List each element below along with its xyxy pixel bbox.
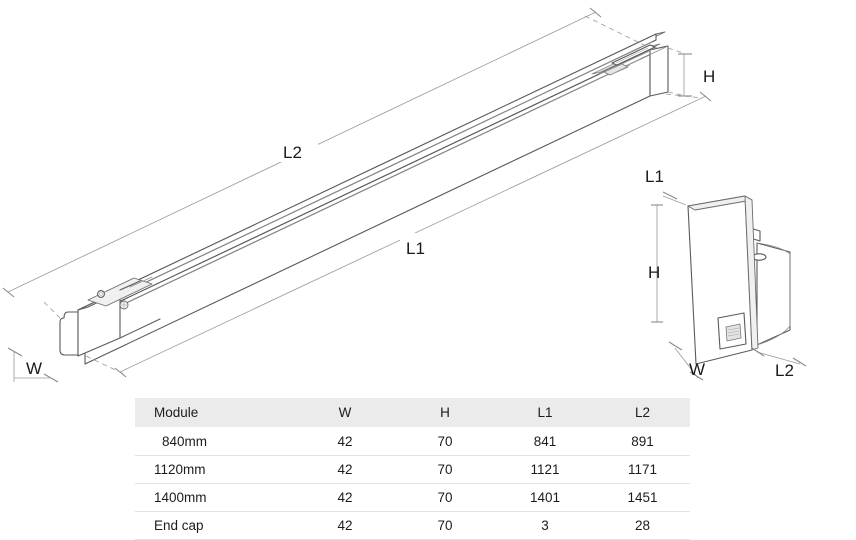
- fixture-right-connector-detail: [591, 43, 661, 77]
- dimension-w-cap-label: W: [689, 360, 705, 379]
- cell-w: 42: [295, 511, 395, 540]
- cell-l1: 3: [495, 511, 595, 540]
- cell-l1: 1121: [495, 455, 595, 484]
- dimension-l2-tick-left: [2, 287, 15, 298]
- cell-w: 42: [295, 427, 395, 456]
- dimension-w-tick-top: [7, 347, 23, 357]
- table-body: 840mm 42 70 841 891 1120mm 42 70 1121 11…: [135, 427, 690, 540]
- module-dimension-table: Module W H L1 L2 840mm 42 70 841 891 112…: [135, 398, 690, 540]
- endcap-detail-rear-body: [756, 242, 791, 346]
- endcap-edge-b: [119, 318, 161, 339]
- cell-module: 1400mm: [135, 483, 295, 512]
- column-header-w: W: [295, 398, 395, 428]
- endcap-detail-rear-outline: [756, 242, 791, 346]
- dimension-w-label: W: [26, 359, 42, 378]
- endcap-outer-plate: [59, 311, 79, 356]
- dimension-l2-cap-label: L2: [775, 361, 794, 380]
- dimension-l2-label-bg: [276, 137, 318, 162]
- cell-w: 42: [295, 455, 395, 484]
- table-row: 1120mm 42 70 1121 1171: [135, 455, 690, 484]
- fixture-spine-line: [91, 41, 653, 309]
- dimension-h-cap-label: H: [648, 263, 660, 282]
- dimension-l1-cap-line: [662, 195, 687, 206]
- cell-l1: 841: [495, 427, 595, 456]
- dimension-h-main: H: [667, 47, 715, 97]
- dimension-h-ext-top: [667, 47, 687, 55]
- endcap-screw-1-slot: [99, 292, 103, 296]
- dimension-l1-label-bg: [400, 233, 442, 258]
- table-row: 1400mm 42 70 1401 1451: [135, 483, 690, 512]
- dimension-l2-tick-right: [589, 7, 602, 18]
- column-header-module: Module: [135, 398, 295, 428]
- table-row: End cap 42 70 3 28: [135, 511, 690, 540]
- end-cap-detail-view: L1 H W L2: [645, 167, 807, 381]
- dimension-l1-ext-left: [85, 355, 125, 375]
- table-header-row: Module W H L1 L2: [135, 398, 690, 428]
- dimension-l1-label: L1: [406, 239, 425, 258]
- dimension-l2-main: L2: [2, 7, 649, 319]
- cell-l2: 28: [595, 511, 690, 540]
- dimension-l2-ext-left: [43, 301, 61, 319]
- endcap-screw-1: [97, 290, 105, 298]
- dimension-l2-cap-line: [756, 351, 801, 365]
- dimension-w-cap-line: [674, 347, 699, 379]
- cell-l1: 1401: [495, 483, 595, 512]
- dimension-l2-label: L2: [283, 143, 302, 162]
- dimension-l2-cap: L2: [751, 347, 807, 380]
- dimension-w-cap-tick-bottom: [689, 371, 704, 381]
- dimension-l2-cap-tick-right: [792, 357, 807, 367]
- dimension-w-cap: W: [668, 341, 705, 381]
- dimension-l1-tick-right: [699, 91, 712, 102]
- dimension-l1-cap: L1: [645, 167, 687, 206]
- cell-l2: 1451: [595, 483, 690, 512]
- cell-w: 42: [295, 483, 395, 512]
- endcap-edge-a: [119, 280, 141, 291]
- fixture-top-face: [84, 45, 669, 319]
- fixture-back-edge: [102, 45, 669, 315]
- cell-module: 840mm: [135, 427, 295, 456]
- dimension-w-cap-tick-top: [668, 341, 683, 351]
- cell-module: End cap: [135, 511, 295, 540]
- cell-module: 1120mm: [135, 455, 295, 484]
- dimension-w-main: W: [7, 347, 59, 383]
- dimension-l2-ext-right: [584, 15, 649, 48]
- dimension-l2-cap-tick-left: [751, 347, 765, 357]
- column-header-l2: L2: [595, 398, 690, 428]
- fixture-front-face: [84, 49, 651, 365]
- dimension-l1-cap-label: L1: [645, 167, 664, 186]
- endcap-bracket: [87, 277, 153, 307]
- cell-l2: 891: [595, 427, 690, 456]
- table-row: 840mm 42 70 841 891: [135, 427, 690, 456]
- table-header: Module W H L1 L2: [135, 398, 690, 428]
- fixture-channel-side: [95, 33, 657, 307]
- endcap-edge-c: [129, 276, 153, 288]
- dimension-h-cap: H: [648, 204, 663, 323]
- endcap-detail-label-sticker: [717, 312, 747, 350]
- dimension-l1-cap-tick: [662, 191, 678, 200]
- dimension-l1-main: L1: [85, 91, 712, 378]
- endcap-screw-2-cross: [121, 302, 127, 308]
- dimension-h-label: H: [703, 67, 715, 86]
- column-header-h: H: [395, 398, 495, 428]
- cell-h: 70: [395, 511, 495, 540]
- endcap-detail-right-edge: [744, 195, 759, 351]
- cell-h: 70: [395, 427, 495, 456]
- column-header-l1: L1: [495, 398, 595, 428]
- fixture-left-endcap: [59, 276, 161, 357]
- dimension-h-ext-bottom: [667, 91, 687, 97]
- module-isometric-view: L2 L1 W: [2, 7, 715, 383]
- cell-l2: 1171: [595, 455, 690, 484]
- cell-h: 70: [395, 455, 495, 484]
- cell-h: 70: [395, 483, 495, 512]
